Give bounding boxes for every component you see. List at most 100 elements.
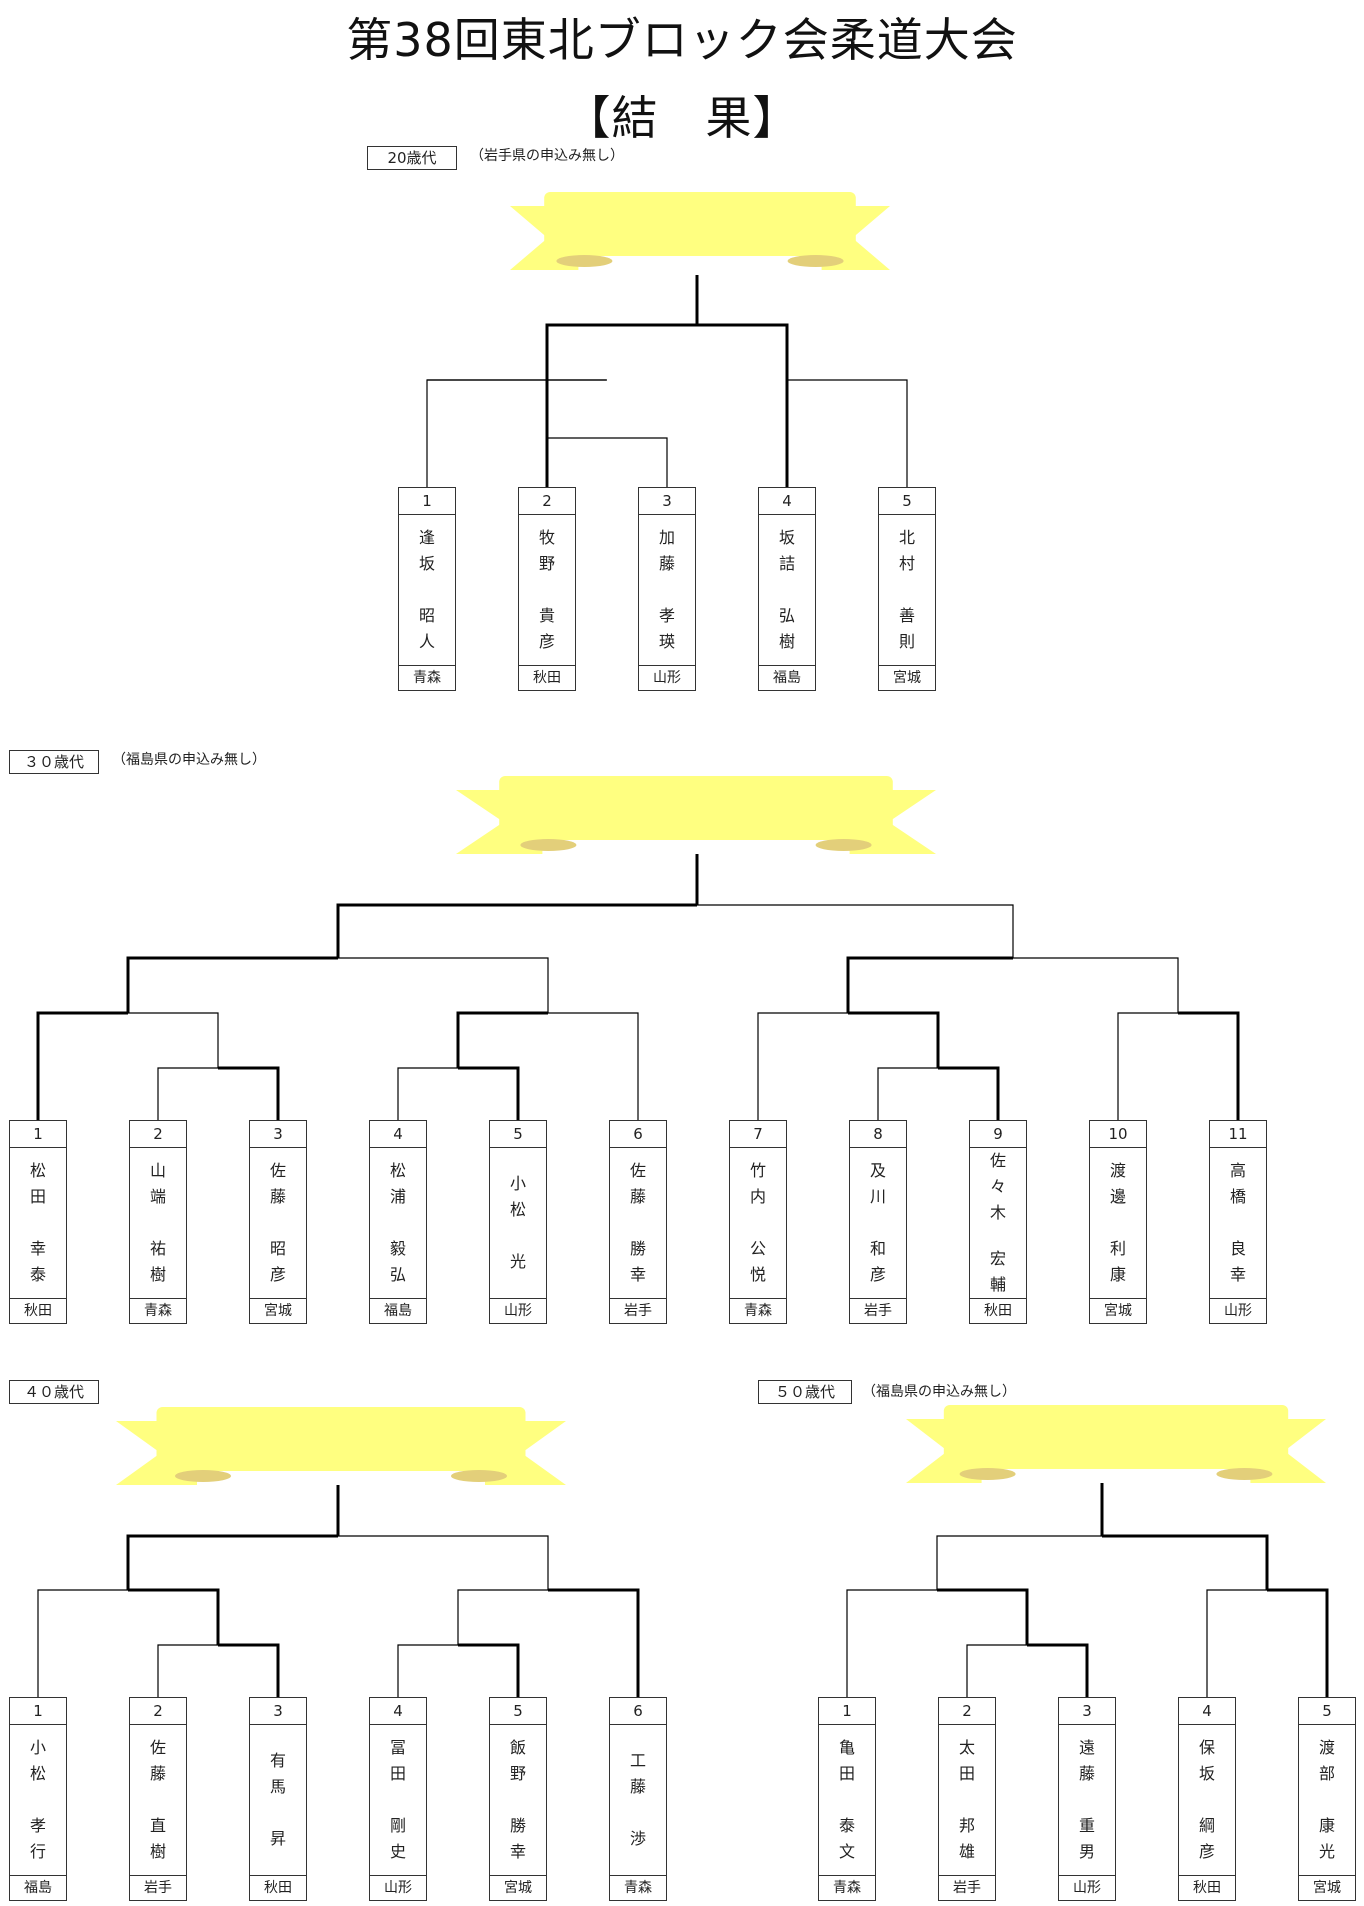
name-char: 藤 xyxy=(658,554,675,573)
section-label: 20歳代 xyxy=(367,146,457,170)
banner-curl-right xyxy=(1216,1468,1273,1480)
name-char: 彦 xyxy=(269,1265,286,1284)
bracket-line xyxy=(218,1643,280,1697)
player-number: 9 xyxy=(970,1121,1026,1148)
bracket-line xyxy=(157,1067,279,1120)
player-number: 1 xyxy=(399,488,455,515)
player-name: 渡邊利康 xyxy=(1090,1148,1146,1298)
section-label: ４０歳代 xyxy=(9,1380,99,1404)
name-char: 坂 xyxy=(1198,1764,1215,1783)
player-name: 北村善則 xyxy=(879,515,935,665)
bracket-line xyxy=(127,1535,549,1590)
player-prefecture: 岩手 xyxy=(850,1298,906,1325)
player-number: 6 xyxy=(610,1121,666,1148)
name-char: 小 xyxy=(29,1738,46,1757)
bracket-line xyxy=(938,1066,1000,1120)
bracket-line xyxy=(846,1589,1028,1697)
banner-curl-left xyxy=(520,839,577,851)
player-number: 5 xyxy=(490,1121,546,1148)
name-char: 弘 xyxy=(389,1265,406,1284)
player-number: 5 xyxy=(1299,1698,1355,1725)
player-prefecture: 宮城 xyxy=(1090,1298,1146,1325)
player-name: 及川和彦 xyxy=(850,1148,906,1298)
player-prefecture: 山形 xyxy=(370,1875,426,1902)
player-number: 3 xyxy=(639,488,695,515)
player-number: 1 xyxy=(10,1121,66,1148)
player-number: 3 xyxy=(1059,1698,1115,1725)
bracket-line xyxy=(126,956,338,1013)
name-char: 康 xyxy=(1109,1265,1126,1284)
name-char: 川 xyxy=(869,1187,886,1206)
name-char: 松 xyxy=(29,1764,46,1783)
name-char: 公 xyxy=(749,1239,766,1258)
player-prefecture: 岩手 xyxy=(939,1875,995,1902)
bracket-line xyxy=(697,324,788,380)
name-char: 小 xyxy=(509,1174,526,1193)
winner-banner xyxy=(456,776,936,854)
banner-body xyxy=(943,1405,1289,1469)
player-name: 小松光 xyxy=(490,1148,546,1298)
name-char: 田 xyxy=(389,1764,406,1783)
player-name: 佐藤昭彦 xyxy=(250,1148,306,1298)
name-char: 幸 xyxy=(629,1265,646,1284)
name-char: 男 xyxy=(1078,1842,1095,1861)
name-char: 邦 xyxy=(958,1816,975,1835)
name-char: 佐 xyxy=(989,1151,1006,1170)
bracket-line xyxy=(426,379,606,487)
banner-curl-left xyxy=(959,1468,1016,1480)
player-name: 保坂綱彦 xyxy=(1179,1725,1235,1875)
player-name: 佐藤直樹 xyxy=(130,1725,186,1875)
bracket-line xyxy=(458,1066,520,1120)
name-char: 和 xyxy=(869,1239,886,1258)
name-char: 山 xyxy=(149,1161,166,1180)
bracket-line xyxy=(36,1011,128,1120)
name-char: 祐 xyxy=(149,1239,166,1258)
player-number: 4 xyxy=(370,1121,426,1148)
name-char: 冨 xyxy=(389,1738,406,1757)
bracket-line xyxy=(218,1066,280,1120)
player-number: 5 xyxy=(490,1698,546,1725)
player-name: 飯野勝幸 xyxy=(490,1725,546,1875)
section-note: （福島県の申込み無し） xyxy=(862,1384,1016,1400)
bracket-line xyxy=(936,1535,1268,1590)
bracket-line xyxy=(1267,1588,1329,1697)
name-char: 宏 xyxy=(989,1249,1006,1268)
bracket-line xyxy=(877,1067,999,1120)
name-char: 野 xyxy=(509,1764,526,1783)
bracket-line xyxy=(336,903,697,958)
name-char: 村 xyxy=(898,554,915,573)
player-name: 太田邦雄 xyxy=(939,1725,995,1875)
banner-curl-right xyxy=(451,1470,507,1482)
name-char: 毅 xyxy=(389,1239,406,1258)
name-char: 及 xyxy=(869,1161,886,1180)
bracket-line xyxy=(846,956,1013,1013)
player-prefecture: 岩手 xyxy=(130,1875,186,1902)
player-name: 逢坂昭人 xyxy=(399,515,455,665)
name-char: 昇 xyxy=(269,1829,286,1848)
name-char: 貴 xyxy=(538,606,555,625)
player-prefecture: 青森 xyxy=(399,665,455,692)
name-char: 田 xyxy=(29,1187,46,1206)
bracket-line xyxy=(546,324,697,380)
name-char: 竹 xyxy=(749,1161,766,1180)
name-char: 浦 xyxy=(389,1187,406,1206)
name-char: 藤 xyxy=(149,1764,166,1783)
bracket-line xyxy=(1178,1011,1240,1120)
bracket-line xyxy=(1102,1534,1269,1590)
player-name: 松田幸泰 xyxy=(10,1148,66,1298)
player-number: 2 xyxy=(519,488,575,515)
player-name: 竹内公悦 xyxy=(730,1148,786,1298)
name-char: 松 xyxy=(29,1161,46,1180)
name-char: 彦 xyxy=(1198,1842,1215,1861)
section-label: ３０歳代 xyxy=(9,750,99,774)
bracket-line xyxy=(128,1588,220,1645)
